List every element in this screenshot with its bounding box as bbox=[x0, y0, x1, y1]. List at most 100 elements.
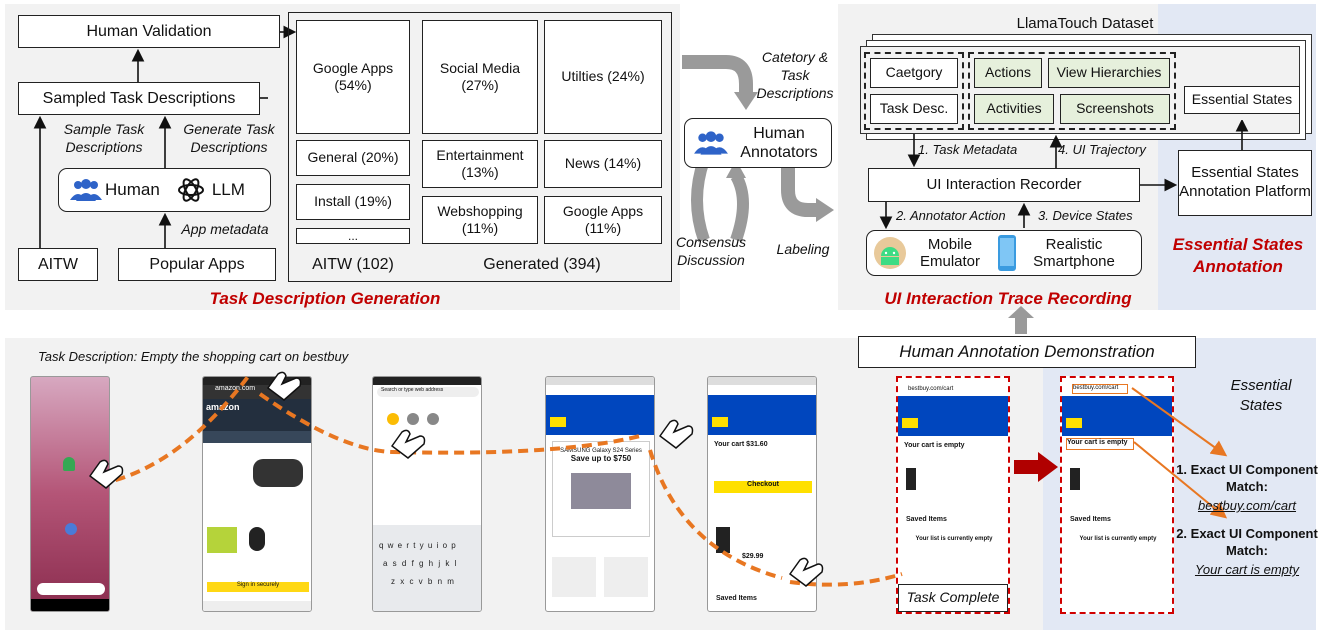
popular-apps-box: Popular Apps bbox=[118, 248, 276, 281]
keyboard-row-3: z x c v b n m bbox=[391, 577, 456, 586]
samsung-banner: SAMSUNG Galaxy S24 Series Save up to $75… bbox=[552, 441, 650, 537]
task-gen-arrows bbox=[33, 25, 297, 248]
cable-image bbox=[716, 527, 730, 553]
gen-cat-2: Entertainment (13%) bbox=[422, 140, 538, 188]
view-hierarchies-box: View Hierarchies bbox=[1048, 58, 1170, 88]
screen-bestbuy-home: SAMSUNG Galaxy S24 Series Save up to $75… bbox=[545, 376, 655, 612]
match2-title: 2. Exact UI Component Match: bbox=[1176, 526, 1318, 558]
bestbuy-header bbox=[546, 395, 654, 435]
cart-empty-text: Your cart is empty bbox=[904, 442, 965, 449]
keyboard-row-2: a s d f g h j k l bbox=[383, 559, 458, 568]
devices-box: Mobile Emulator Realistic Smartphone bbox=[866, 230, 1142, 276]
annotator-action-label: 2. Annotator Action bbox=[896, 208, 1006, 223]
removed-item bbox=[906, 468, 916, 490]
match-connectors bbox=[1131, 387, 1228, 519]
tap-hand-5 bbox=[788, 557, 824, 587]
human-label: Human bbox=[105, 180, 160, 200]
app-metadata-label: App metadata bbox=[181, 221, 269, 237]
screen-home bbox=[30, 376, 110, 612]
annotated-saved-items: Saved Items bbox=[1070, 516, 1111, 523]
app-icon bbox=[65, 523, 77, 535]
recorder-box: UI Interaction Recorder bbox=[868, 168, 1140, 202]
google-search-bar bbox=[37, 583, 105, 595]
match1-value: bestbuy.com/cart bbox=[1197, 498, 1297, 513]
your-cart-label: Your cart $31.60 bbox=[714, 441, 768, 448]
up-arrow bbox=[1008, 306, 1034, 334]
gen-cat-1: Utilties (24%) bbox=[544, 20, 662, 134]
saved-items-title: Saved Items bbox=[906, 516, 947, 523]
task-description-text: Task Description: Empty the shopping car… bbox=[38, 349, 349, 364]
checkout-button: Checkout bbox=[714, 481, 812, 493]
consensus-label: Consensus Discussion bbox=[676, 234, 747, 269]
labeling-label: Labeling bbox=[776, 241, 830, 257]
screen-amazon: amazon.com amazon Sign in securely bbox=[202, 376, 312, 612]
list-empty-text: Your list is currently empty bbox=[915, 536, 993, 542]
android-icon bbox=[874, 237, 906, 269]
maps-icon bbox=[63, 457, 75, 471]
smartphone-icon bbox=[998, 235, 1016, 271]
item-price: $29.99 bbox=[742, 553, 764, 560]
human-annotators-label: Human Annotators bbox=[740, 124, 818, 161]
ui-trajectory-label: 4. UI Trajectory bbox=[1058, 142, 1146, 157]
keyboard-row-1: q w e r t y u i o p bbox=[379, 541, 457, 550]
save-text: Save up to $750 bbox=[570, 454, 632, 463]
gen-cat-3: News (14%) bbox=[544, 140, 662, 188]
aitw-cat-1: General (20%) bbox=[296, 140, 410, 176]
gen-cat-0: Social Media (27%) bbox=[422, 20, 538, 134]
people-icon bbox=[70, 179, 102, 201]
sample-task-label: Sample Task Descriptions bbox=[63, 121, 145, 156]
task-metadata-label: 1. Task Metadata bbox=[918, 142, 1018, 157]
trace-title: UI Interaction Trace Recording bbox=[884, 289, 1132, 308]
human-annotators-box: Human Annotators bbox=[684, 118, 832, 168]
annotation-title: Essential States Annotation bbox=[1172, 235, 1304, 277]
match1-title: 1. Exact UI Component Match: bbox=[1176, 462, 1318, 494]
annotated-list-empty: Your list is currently empty bbox=[1079, 536, 1157, 542]
trace-arrows bbox=[879, 120, 1249, 230]
device-states-label: 3. Device States bbox=[1038, 208, 1133, 223]
gen-cat-5: Google Apps (11%) bbox=[544, 196, 662, 244]
keyboard: q w e r t y u i o p a s d f g h j k l z … bbox=[373, 525, 481, 611]
annotated-url: bestbuy.com/cart bbox=[1072, 384, 1128, 394]
tap-hand-4 bbox=[658, 419, 694, 449]
address-bar: Search or type web address bbox=[377, 387, 479, 397]
human-llm-box: Human LLM bbox=[58, 168, 271, 212]
aitw-source-box: AITW bbox=[18, 248, 98, 281]
human-validation-box: Human Validation bbox=[18, 15, 280, 48]
saved-items-label: Saved Items bbox=[716, 595, 757, 602]
tap-hand-1 bbox=[88, 459, 124, 489]
category-label: Catetory & Task Descriptions bbox=[756, 49, 834, 102]
screenshots-box: Screenshots bbox=[1060, 94, 1170, 124]
gen-cat-4: Webshopping (11%) bbox=[422, 196, 538, 244]
tap-hand-2 bbox=[266, 371, 302, 401]
trajectory-group bbox=[968, 52, 1176, 130]
task-gen-title: Task Description Generation bbox=[209, 289, 441, 308]
flow-path bbox=[88, 371, 903, 587]
middle-arrows bbox=[682, 55, 834, 242]
annotators-icon bbox=[694, 131, 728, 155]
llm-icon bbox=[177, 178, 204, 202]
actions-box: Actions bbox=[974, 58, 1042, 88]
annotated-cart-empty: Your cart is empty bbox=[1066, 438, 1134, 450]
bestbuy-logo bbox=[550, 417, 566, 427]
demo-header: Human Annotation Demonstration bbox=[858, 336, 1196, 368]
phones-image bbox=[571, 473, 631, 509]
essential-states-label: Essential States bbox=[1230, 377, 1292, 414]
gamepad-image bbox=[253, 459, 303, 487]
task-desc-box: Task Desc. bbox=[870, 94, 958, 124]
sampled-descriptions-box: Sampled Task Descriptions bbox=[18, 82, 260, 115]
category-box: Caetgory bbox=[870, 58, 958, 88]
sign-in-button: Sign in securely bbox=[207, 582, 309, 592]
screen-cart-empty: bestbuy.com/cart Your cart is empty Save… bbox=[896, 376, 1010, 614]
screen-annotated: bestbuy.com/cart Your cart is empty Save… bbox=[1060, 376, 1174, 614]
task-complete-box: Task Complete bbox=[898, 584, 1008, 612]
essential-states-box: Essential States bbox=[1184, 86, 1300, 114]
cart-total: $31.60 bbox=[746, 441, 768, 448]
aitw-cat-0: Google Apps (54%) bbox=[296, 20, 410, 134]
generated-caption: Generated (394) bbox=[483, 256, 601, 273]
dataset-title: LlamaTouch Dataset bbox=[1016, 15, 1154, 32]
galaxy-text: SAMSUNG Galaxy S24 Series bbox=[560, 448, 642, 454]
nav-bar bbox=[31, 599, 109, 611]
mouse-image bbox=[249, 527, 265, 551]
mobile-emulator-label: Mobile Emulator bbox=[919, 235, 981, 270]
activities-box: Activities bbox=[974, 94, 1054, 124]
